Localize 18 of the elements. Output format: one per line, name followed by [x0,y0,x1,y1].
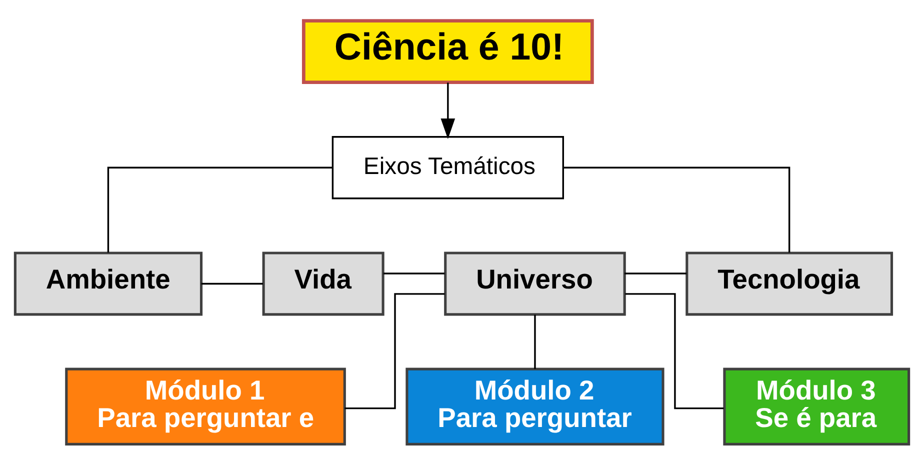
connector [201,282,263,284]
arrow [440,82,456,139]
connector [534,314,536,369]
node-box: Vida [262,251,384,316]
node-box: Eixos Temáticos [332,136,564,199]
node-box: Tecnologia [686,251,894,316]
node-box: Módulo 1 Para perguntar e [65,367,346,445]
connector [625,292,724,409]
node-box: Ambiente [14,251,203,316]
connector [107,166,332,252]
connector [383,272,445,274]
connector [344,292,445,409]
node-box: Módulo 2 Para perguntar [406,367,664,445]
node-box: Ciência é 10! [302,18,594,84]
node-box: Módulo 3 Se é para [723,367,910,445]
node-box: Universo [444,251,626,316]
connector [624,272,687,274]
connector [564,166,790,252]
